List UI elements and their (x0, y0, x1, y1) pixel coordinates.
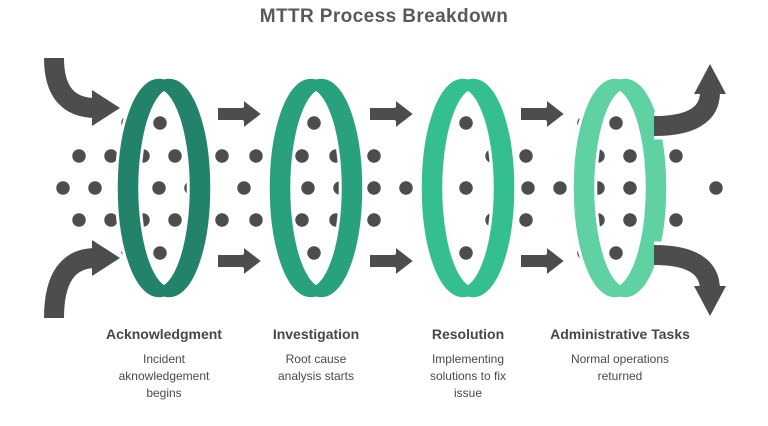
dot (304, 113, 324, 133)
dot (396, 178, 416, 198)
right-arrow-icon (517, 242, 569, 280)
dot (149, 178, 169, 198)
dot (456, 113, 476, 133)
dot (85, 178, 105, 198)
dot (246, 210, 266, 230)
right-arrow-icon (366, 242, 418, 280)
dot (456, 178, 476, 198)
dot (165, 146, 185, 166)
dot (706, 178, 726, 198)
dot (550, 178, 570, 198)
stage-ring (418, 75, 518, 301)
dot (516, 210, 536, 230)
right-arrow-icon (517, 95, 569, 133)
dot (364, 210, 384, 230)
dot (234, 178, 254, 198)
dot (606, 243, 626, 263)
right-arrow-icon (366, 95, 418, 133)
dot (212, 210, 232, 230)
dot (69, 146, 89, 166)
dot (456, 243, 476, 263)
dot (212, 146, 232, 166)
dot (666, 146, 686, 166)
dot (165, 210, 185, 230)
stage-ring (266, 75, 366, 301)
outflow-arrow-bottom-icon (653, 241, 731, 321)
right-arrow-icon (214, 95, 266, 133)
dot (364, 146, 384, 166)
process-stage-rings (114, 75, 670, 301)
stage-ring (114, 75, 214, 301)
dot (606, 113, 626, 133)
inflow-arrow-top-icon (40, 57, 125, 131)
dot (292, 146, 312, 166)
dot (516, 146, 536, 166)
dot (246, 146, 266, 166)
dot (364, 178, 384, 198)
dot (69, 210, 89, 230)
flow-arrow-icons (214, 95, 569, 280)
page-title: MTTR Process Breakdown (259, 6, 509, 27)
dot (53, 178, 73, 198)
dot (150, 243, 170, 263)
dot (620, 210, 640, 230)
dot (666, 210, 686, 230)
dot-pattern-background (53, 113, 726, 263)
dot (304, 243, 324, 263)
outflow-arrow-top-icon (653, 59, 731, 140)
dot (298, 178, 318, 198)
dot (620, 178, 640, 198)
right-arrow-icon (214, 242, 266, 280)
stage-ring (570, 75, 670, 301)
dot (150, 113, 170, 133)
dot (518, 178, 538, 198)
dot (620, 146, 640, 166)
dot (292, 210, 312, 230)
inflow-arrow-bottom-icon (40, 235, 125, 319)
